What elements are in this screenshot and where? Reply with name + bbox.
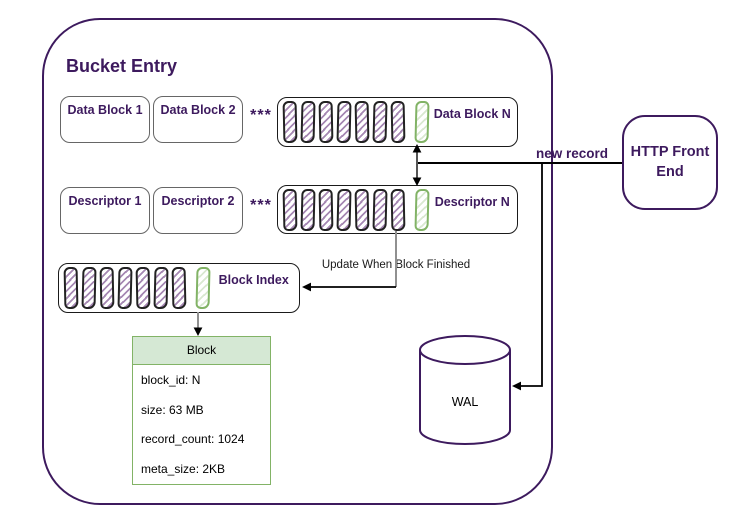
node-http-front-end: HTTP Front End xyxy=(622,115,718,210)
node-block-index: Block Index xyxy=(58,263,300,313)
node-label: Descriptor N xyxy=(434,194,510,209)
node-label: Block Index xyxy=(218,273,289,287)
highlighted-cell xyxy=(414,188,430,231)
hatched-cell xyxy=(135,266,150,310)
hatched-cell xyxy=(336,100,352,144)
node-label: Data Block N xyxy=(433,107,511,121)
wal-label: WAL xyxy=(451,395,479,409)
hatched-cell xyxy=(318,188,333,231)
hatched-cell xyxy=(390,188,405,231)
node-data-block-n: Data Block N xyxy=(277,97,518,147)
hatched-cell xyxy=(300,188,316,231)
node-descriptor-2: Descriptor 2 xyxy=(153,187,243,234)
hatched-cell xyxy=(81,266,97,310)
block-table-row: record_count: 1024 xyxy=(141,432,245,447)
hatched-cell xyxy=(354,100,369,144)
hatched-cell xyxy=(336,188,352,231)
node-descriptor-1: Descriptor 1 xyxy=(60,187,150,234)
hatched-cell xyxy=(390,100,405,144)
hatched-cell xyxy=(282,188,297,231)
bucket-entry-title: Bucket Entry xyxy=(66,56,178,76)
block-table-row: meta_size: 2KB xyxy=(141,462,226,477)
hatched-cell xyxy=(63,266,78,310)
hatched-cell xyxy=(354,188,369,231)
hatched-cell xyxy=(282,100,297,144)
hatched-cell xyxy=(372,100,388,144)
hatched-cell xyxy=(300,100,316,144)
highlighted-cell xyxy=(195,266,211,310)
update-when-block-finished-label: Update When Block Finished xyxy=(321,259,471,271)
new-record-label: new record xyxy=(535,146,608,161)
node-data-block-1: Data Block 1 xyxy=(60,96,150,143)
hatched-cell xyxy=(117,266,133,310)
hatched-cell xyxy=(171,266,186,310)
highlighted-cell xyxy=(414,100,430,144)
hatched-cell xyxy=(153,266,169,310)
ellipsis-data-blocks: *** xyxy=(250,107,272,124)
block-table-row: size: 63 MB xyxy=(141,402,204,417)
hatched-cell xyxy=(318,100,333,144)
ellipsis-descriptors: *** xyxy=(250,197,272,214)
block-table-row: block_id: N xyxy=(141,372,201,387)
node-data-block-2: Data Block 2 xyxy=(153,96,243,143)
block-table-header: Block xyxy=(133,337,270,365)
node-descriptor-n: Descriptor N xyxy=(277,185,518,234)
hatched-cell xyxy=(372,188,388,231)
block-table: Block block_id: N size: 63 MB record_cou… xyxy=(132,336,271,485)
hatched-cell xyxy=(99,266,114,310)
